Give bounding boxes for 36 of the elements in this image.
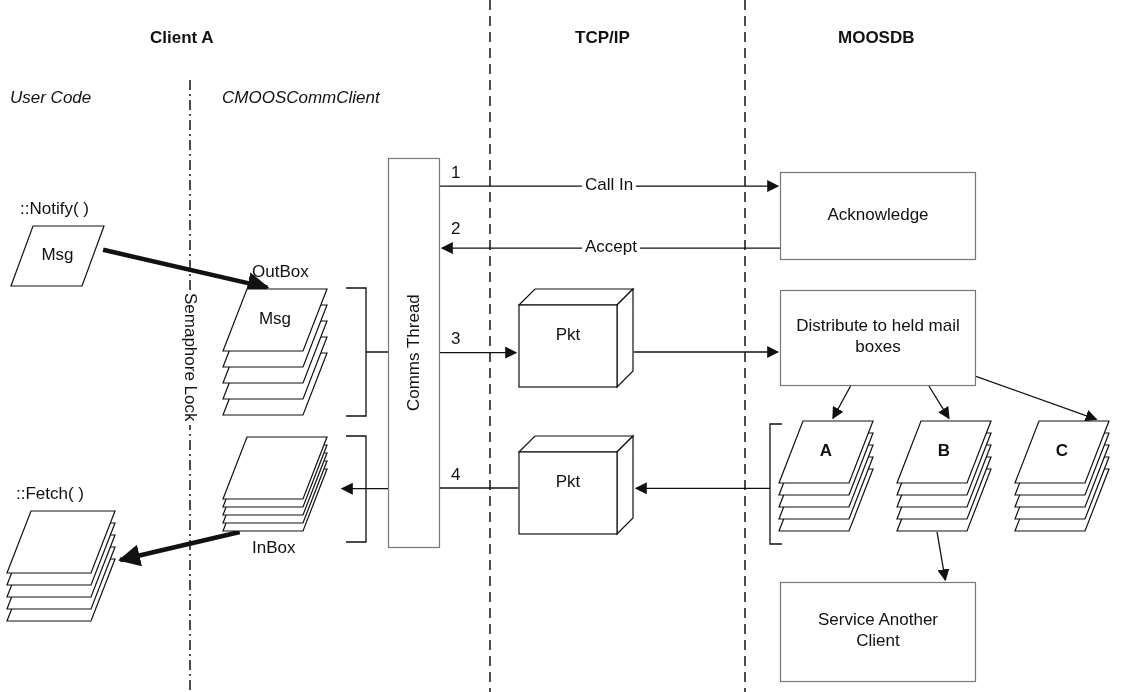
lock-label: Semaphore Lock — [180, 290, 200, 425]
step-number: 3 — [451, 329, 461, 349]
arrow — [439, 346, 518, 359]
node-label: C — [1054, 440, 1070, 462]
connector-line — [439, 487, 519, 489]
caption-text: InBox — [252, 538, 296, 558]
step-number: 1 — [451, 163, 461, 183]
lane-heading: Client A — [150, 28, 214, 48]
node-label: B — [936, 440, 952, 462]
node-label: Distribute to held mail boxes — [795, 315, 961, 358]
lane-heading: TCP/IP — [575, 28, 630, 48]
step-number: 4 — [451, 465, 461, 485]
node-label: Pkt — [554, 471, 582, 493]
arrow — [340, 482, 389, 495]
caption-text: ::Fetch( ) — [16, 484, 84, 504]
node-label: Comms Thread — [403, 293, 425, 413]
section-label: CMOOSCommClient — [222, 88, 380, 108]
node-label: Acknowledge — [826, 204, 930, 226]
node-label: Msg — [40, 244, 75, 266]
section-label: User Code — [10, 88, 92, 108]
arrow — [975, 375, 1098, 422]
caption-text: ::Notify( ) — [20, 199, 89, 219]
node-label: Service Another Client — [817, 609, 939, 652]
lane-heading: MOOSDB — [838, 28, 915, 48]
arrow — [928, 385, 950, 420]
arrow — [936, 531, 950, 582]
connector-line — [345, 287, 389, 417]
node-label: Msg — [257, 308, 293, 330]
arrow — [633, 346, 780, 358]
arrow — [832, 385, 852, 420]
arrow — [634, 423, 783, 545]
node-label: A — [818, 440, 834, 462]
node-label: Pkt — [554, 324, 582, 346]
caption-text: OutBox — [252, 262, 309, 282]
edge-label: Accept — [582, 237, 640, 258]
step-number: 2 — [451, 219, 461, 239]
